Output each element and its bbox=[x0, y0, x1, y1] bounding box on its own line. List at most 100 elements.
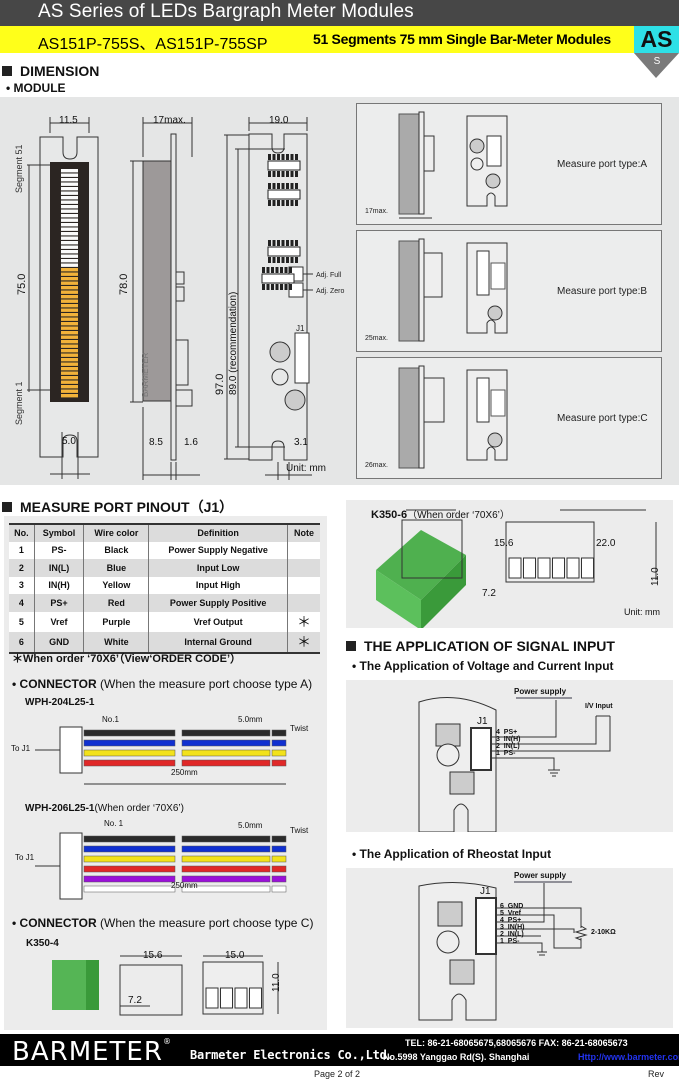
connector-a-part: WPH-204L25-1 bbox=[25, 697, 95, 708]
pinout-heading: MEASURE PORT PINOUT（J1） bbox=[2, 497, 233, 517]
side-view bbox=[130, 117, 200, 480]
pin-label: 3 IN(H) bbox=[496, 736, 521, 743]
wire bbox=[181, 729, 271, 737]
connector-c-title: CONNECTOR bbox=[19, 916, 97, 930]
chip-pin bbox=[281, 183, 285, 189]
wire bbox=[83, 749, 176, 757]
chip-pin bbox=[277, 240, 280, 246]
chip-pin bbox=[275, 267, 279, 273]
led-segment bbox=[61, 272, 78, 276]
cell-definition: Vref Output bbox=[148, 611, 288, 632]
led-segment bbox=[61, 326, 78, 330]
wire bbox=[271, 759, 287, 767]
side-height-dim: 78.0 bbox=[118, 273, 130, 295]
cell-note: ＊ bbox=[296, 613, 311, 630]
terminal-cell bbox=[581, 557, 594, 579]
terminal-cell bbox=[523, 557, 536, 579]
chip-pin bbox=[275, 284, 279, 290]
port-c-depth: 26max. bbox=[365, 462, 388, 469]
led-segment bbox=[61, 304, 78, 308]
cable-a6-strip: 5.0mm bbox=[238, 821, 263, 830]
cell-symbol: IN(H) bbox=[34, 576, 85, 594]
led-segment bbox=[61, 376, 78, 380]
wire bbox=[271, 749, 287, 757]
col-note: Note bbox=[293, 528, 314, 539]
rheostat-heading: • The Application of Rheostat Input bbox=[352, 847, 552, 861]
led-segment bbox=[61, 209, 78, 213]
mount-height-dim: 89.0 (recommendation) bbox=[228, 291, 239, 395]
cell-symbol: PS- bbox=[34, 541, 85, 559]
led-segment bbox=[61, 223, 78, 227]
terminal-cell bbox=[234, 987, 248, 1009]
led-segment bbox=[61, 290, 78, 294]
subtitle-bar: AS151P-755S、AS151P-755SP 51 Segments 75 … bbox=[0, 26, 634, 53]
side-d1-dim: 8.5 bbox=[149, 437, 163, 448]
pin-label: 5 Vref bbox=[500, 910, 522, 917]
terminal-cell bbox=[249, 987, 262, 1009]
chip-pin bbox=[277, 200, 280, 206]
green-connector-4 bbox=[52, 960, 99, 1010]
chip-pin bbox=[295, 257, 298, 263]
rheostat-j1-label: J1 bbox=[480, 886, 491, 897]
led-segment bbox=[61, 367, 78, 371]
cell-wire-color: Yellow bbox=[83, 576, 150, 594]
rheostat-wiring-diagram bbox=[418, 881, 588, 1021]
chip-pin bbox=[281, 200, 285, 206]
cell-wire-color: Black bbox=[83, 541, 150, 559]
barmeter-logo: BARMETER® bbox=[12, 1037, 172, 1067]
led-segment bbox=[61, 322, 78, 326]
chip-pin bbox=[281, 154, 285, 160]
pin-label: 2 IN(L) bbox=[496, 743, 520, 750]
adj-full-label: Adj. Full bbox=[316, 272, 342, 279]
chip-pin bbox=[290, 200, 294, 206]
square-bullet-icon bbox=[2, 66, 12, 76]
led-segment bbox=[61, 250, 78, 254]
wire bbox=[271, 845, 287, 853]
connector-c-heading: • CONNECTOR (When the measure port choos… bbox=[12, 916, 314, 930]
iv-input-label: I/V Input bbox=[585, 703, 613, 710]
chip-pin bbox=[284, 284, 288, 290]
front-width-dim: 11.5 bbox=[59, 115, 78, 126]
voltage-wiring-diagram bbox=[418, 697, 611, 832]
connector-a6-title-row: WPH-206L25-1(When order ‘70X6’) bbox=[25, 803, 184, 814]
wire bbox=[271, 835, 287, 843]
cable-connector bbox=[59, 832, 83, 900]
cable-a-to-j1: To J1 bbox=[11, 744, 31, 753]
wire bbox=[181, 855, 271, 863]
company-name: Barmeter Electronics Co.,Ltd. bbox=[190, 1048, 394, 1062]
chip-pin bbox=[268, 171, 271, 177]
pinout-footnote: ＊When order ‘70X6’（View‘ORDER CODE’） bbox=[12, 653, 242, 665]
pin-label: 1 PS- bbox=[500, 938, 520, 945]
cell-note bbox=[287, 559, 320, 577]
voltage-heading: • The Application of Voltage and Current… bbox=[352, 659, 614, 673]
chip-body bbox=[261, 273, 295, 284]
chip-pin bbox=[272, 171, 276, 177]
adj-zero-label: Adj. Zero bbox=[316, 288, 345, 295]
led-segment bbox=[61, 191, 78, 195]
rheostat-power-supply: Power supply bbox=[514, 871, 567, 880]
k350-4-height: 11.0 bbox=[271, 973, 282, 992]
cell-definition: Power Supply Positive bbox=[148, 594, 288, 612]
cell-note bbox=[287, 542, 320, 560]
led-segment bbox=[61, 173, 78, 177]
green-connector-6 bbox=[376, 530, 466, 628]
cell-symbol: PS+ bbox=[34, 594, 85, 612]
wire bbox=[83, 835, 176, 843]
cell-no: 2 bbox=[9, 559, 35, 577]
company-url[interactable]: Http://www.barmeter.com bbox=[578, 1052, 679, 1062]
pin-label: 3 IN(H) bbox=[500, 924, 525, 931]
chip-pin bbox=[277, 183, 280, 189]
chip-pin bbox=[295, 183, 298, 189]
series-badge-sub: S bbox=[653, 56, 661, 67]
wire bbox=[271, 865, 287, 873]
back-view bbox=[224, 117, 313, 480]
dimension-heading: DIMENSION bbox=[2, 63, 99, 79]
led-segment bbox=[61, 340, 78, 344]
k350-6-panel: K350-6（When order ‘70X6’） 15.6 7.2 22.0 … bbox=[346, 500, 673, 628]
chip-pin bbox=[268, 183, 271, 189]
cell-no: 5 bbox=[9, 611, 35, 632]
unit-label: Unit: mm bbox=[286, 463, 326, 474]
